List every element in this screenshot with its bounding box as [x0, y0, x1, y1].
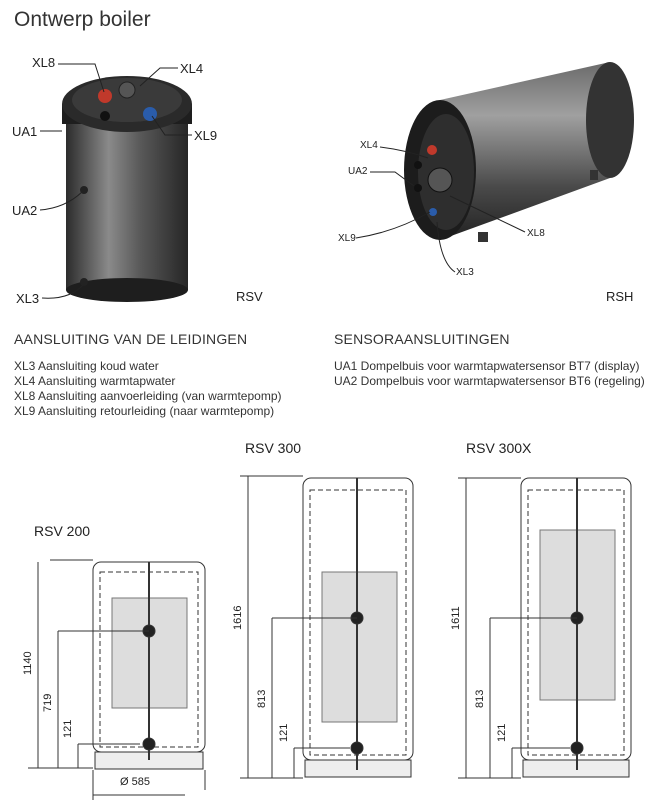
connection-item: XL9 Aansluiting retourleiding (naar warm… [14, 404, 275, 418]
sensors-section: SENSORAANSLUITINGEN UA1 Dompelbuis voor … [334, 331, 645, 389]
rsh-label-xl8: XL8 [527, 228, 545, 239]
connection-item: XL4 Aansluiting warmtapwater [14, 374, 176, 388]
rsh-label-xl4: XL4 [360, 140, 378, 151]
rsv-label-xl8: XL8 [32, 55, 56, 70]
rsh-model-label: RSH [606, 289, 634, 304]
rsh-label-xl9: XL9 [338, 233, 356, 244]
drawing-title-rsv300x: RSV 300X [466, 440, 532, 456]
dim-rsv300-height: 1616 [232, 605, 244, 630]
rsv-label-ua1: UA1 [12, 124, 38, 139]
dim-rsv200-mid: 719 [42, 693, 54, 712]
rsv-label-xl3: XL3 [16, 291, 40, 306]
connection-item: XL8 Aansluiting aanvoerleiding (van warm… [14, 389, 282, 403]
rsh-boiler-image [355, 62, 634, 273]
dim-rsv300x-low: 121 [496, 723, 508, 742]
dim-rsv300-mid: 813 [256, 689, 268, 708]
drawing-title-rsv300: RSV 300 [245, 440, 302, 456]
page-title: Ontwerp boiler [14, 8, 151, 31]
connection-item: XL3 Aansluiting koud water [14, 359, 159, 373]
dim-rsv300-low: 121 [278, 723, 290, 742]
rsv-boiler-image [39, 63, 192, 302]
sensor-item: UA2 Dompelbuis voor warmtapwatersensor B… [334, 374, 645, 388]
rsv-model-label: RSV [236, 289, 263, 304]
sensors-heading: SENSORAANSLUITINGEN [334, 331, 510, 347]
dim-rsv200-low: 121 [62, 719, 74, 738]
connections-heading: AANSLUITING VAN DE LEIDINGEN [14, 331, 248, 347]
rsv-label-xl4: XL4 [180, 61, 204, 76]
rsh-label-xl3: XL3 [456, 267, 474, 278]
rsv-label-xl9: XL9 [194, 128, 218, 143]
dim-rsv200-diameter: Ø 585 [120, 776, 150, 788]
rsh-label-ua2: UA2 [348, 166, 368, 177]
drawing-title-rsv200: RSV 200 [34, 523, 91, 539]
dim-rsv200-height: 1140 [22, 651, 34, 675]
dim-rsv300x-height: 1611 [450, 606, 462, 630]
connections-section: AANSLUITING VAN DE LEIDINGEN XL3 Aanslui… [14, 331, 282, 419]
dim-rsv300x-mid: 813 [474, 689, 486, 708]
rsv-label-ua2: UA2 [12, 203, 38, 218]
sensor-item: UA1 Dompelbuis voor warmtapwatersensor B… [334, 359, 640, 373]
technical-drawings [28, 475, 632, 800]
